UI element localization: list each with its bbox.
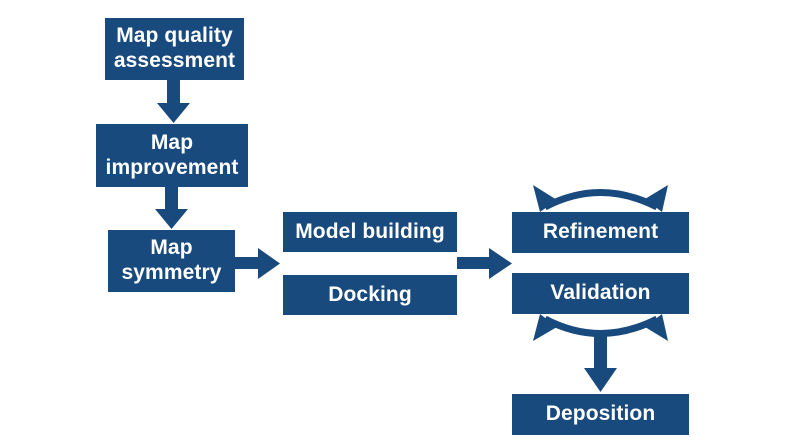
arc-refinement-validation-bottom [533, 314, 668, 341]
node-docking[interactable]: Docking [283, 275, 457, 315]
node-validation[interactable]: Validation [512, 273, 689, 314]
node-refinement[interactable]: Refinement [512, 212, 689, 253]
node-map-improvement[interactable]: Map improvement [96, 124, 248, 187]
arrow-symmetry-to-building [235, 248, 280, 279]
node-model-building[interactable]: Model building [283, 212, 457, 252]
arrow-assessment-to-improvement [157, 80, 190, 123]
arrow-improvement-to-symmetry [155, 187, 188, 229]
node-map-symmetry[interactable]: Map symmetry [108, 230, 235, 292]
node-map-quality-assessment[interactable]: Map quality assessment [105, 18, 244, 80]
node-deposition[interactable]: Deposition [512, 394, 689, 435]
arrow-building-to-refinement [457, 248, 512, 279]
arrow-validation-to-deposition [584, 330, 617, 392]
arc-refinement-validation-top [533, 185, 668, 212]
